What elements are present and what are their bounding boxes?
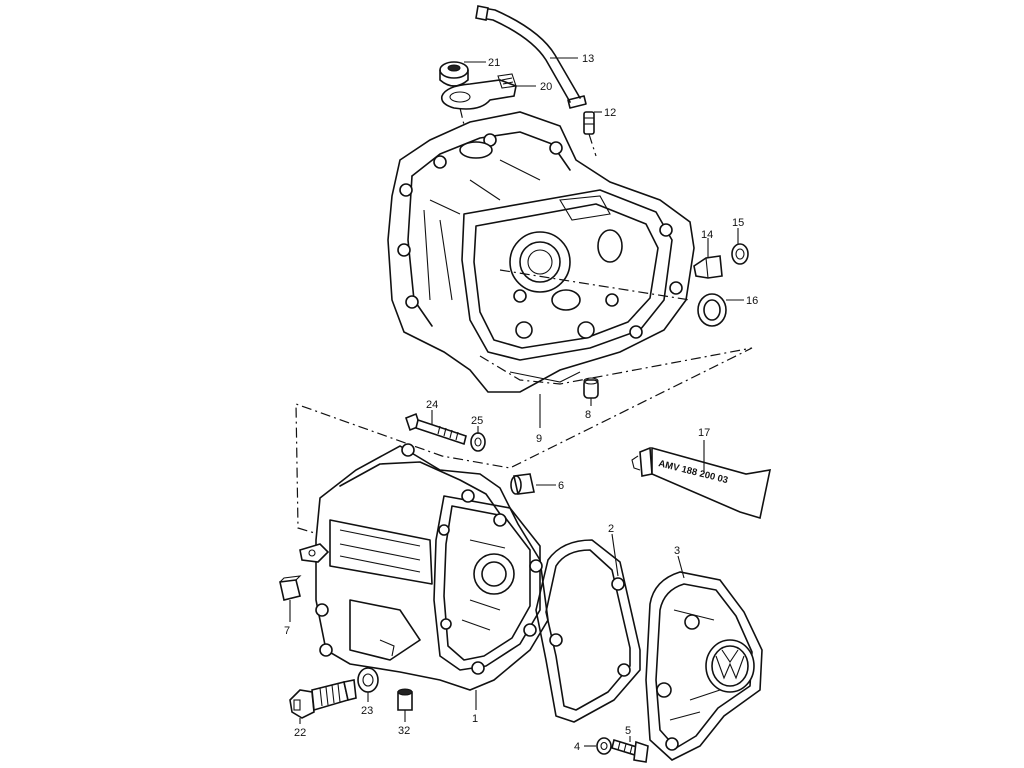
gasket-part-2 xyxy=(535,539,641,723)
cap-part-32 xyxy=(397,688,413,711)
breather-hose-part-13 xyxy=(475,5,587,109)
callout-16: 16 xyxy=(746,295,758,307)
callout-32: 32 xyxy=(398,725,410,737)
hose-fitting-part-12 xyxy=(583,111,597,157)
washer-part-23 xyxy=(357,667,379,693)
callout-1: 1 xyxy=(472,713,478,725)
callout-2: 2 xyxy=(608,523,614,535)
callout-24: 24 xyxy=(426,399,438,411)
callout-7: 7 xyxy=(284,625,290,637)
callout-6: 6 xyxy=(558,480,564,492)
callout-20: 20 xyxy=(540,81,552,93)
washer-part-4 xyxy=(596,737,612,755)
callout-21: 21 xyxy=(488,57,500,69)
sealant-tube-part-17: AMV 188 200 03 xyxy=(631,446,772,520)
leader-lines xyxy=(289,57,744,747)
callout-25: 25 xyxy=(471,415,483,427)
callout-14: 14 xyxy=(701,229,713,241)
seal-part-15 xyxy=(731,243,749,265)
block-part-7 xyxy=(279,575,302,601)
oil-seal-part-16 xyxy=(697,293,727,327)
callout-5: 5 xyxy=(625,725,631,737)
callout-labels: 21 20 13 12 14 15 16 8 9 24 25 6 17 7 2 … xyxy=(284,53,758,753)
callout-9: 9 xyxy=(536,433,542,445)
callout-13: 13 xyxy=(582,53,594,65)
washer-part-25 xyxy=(470,432,486,452)
dowel-sleeve-part-8 xyxy=(583,377,599,399)
callout-3: 3 xyxy=(674,545,680,557)
callout-4: 4 xyxy=(574,741,580,753)
callout-22: 22 xyxy=(294,727,306,739)
plug-part-14 xyxy=(693,255,723,279)
upper-gearbox-housing-part-9 xyxy=(387,111,695,393)
bolt-part-5 xyxy=(611,738,649,763)
sleeve-part-6 xyxy=(510,473,535,495)
gasket-alignment-line xyxy=(295,347,753,535)
callout-23: 23 xyxy=(361,705,373,717)
stud-bolt-part-24 xyxy=(405,412,467,446)
retaining-plate-part-20 xyxy=(440,73,517,151)
plug-part-21 xyxy=(439,61,469,87)
callout-12: 12 xyxy=(604,107,616,119)
lower-gearbox-housing-part-1 xyxy=(299,443,549,691)
callout-17: 17 xyxy=(698,427,710,439)
switch-part-22 xyxy=(289,679,357,719)
cover-part-3: VW xyxy=(645,571,763,761)
callout-8: 8 xyxy=(585,409,591,421)
callout-15: 15 xyxy=(732,217,744,229)
